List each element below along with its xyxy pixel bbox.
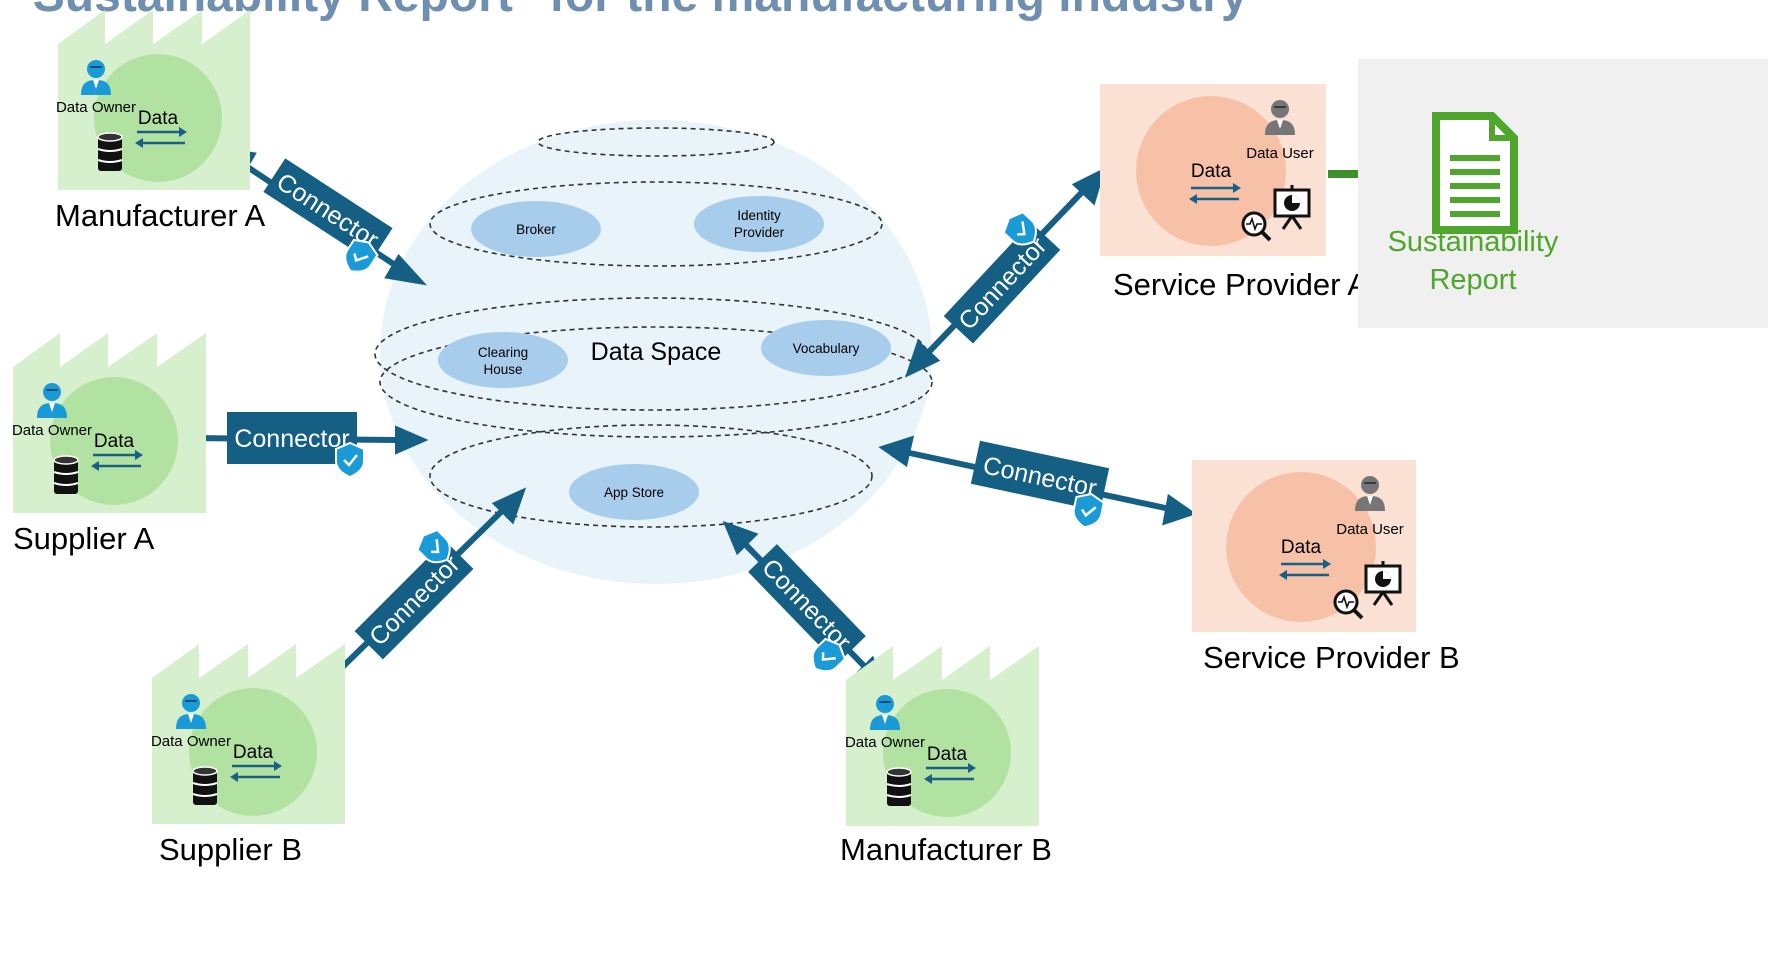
participant-name: Supplier A xyxy=(13,521,155,556)
participant-name: Service Provider B xyxy=(1203,640,1460,675)
clearing-house-node: Clearing House xyxy=(438,332,568,388)
page-title: e "Sustainability Report" for the manufa… xyxy=(0,0,1248,22)
clearing-house-label-1: Clearing xyxy=(478,345,528,360)
data-label: Data xyxy=(1281,537,1322,558)
app-store-label: App Store xyxy=(604,485,664,500)
connector-service-provider-a: Connector xyxy=(943,206,1061,344)
role-label: Data User xyxy=(1336,521,1404,538)
identity-provider-node: Identity Provider xyxy=(694,196,824,252)
role-label: Data Owner xyxy=(845,734,925,751)
participant-supplier-a: Data Owner Data Supplier A xyxy=(12,333,206,556)
database-icon xyxy=(886,767,912,807)
clearing-house-label-2: House xyxy=(483,362,522,377)
role-label: Data Owner xyxy=(151,733,231,750)
connector-supplier-a: Connector xyxy=(227,412,366,479)
app-store-node: App Store xyxy=(569,464,699,520)
database-icon xyxy=(192,766,218,806)
participant-name: Manufacturer A xyxy=(55,198,266,233)
data-space-label: Data Space xyxy=(591,338,722,366)
database-icon xyxy=(97,132,123,172)
data-label: Data xyxy=(1191,161,1232,182)
role-label: Data Owner xyxy=(56,99,136,116)
role-label: Data Owner xyxy=(12,422,92,439)
participant-name: Supplier B xyxy=(159,832,302,867)
participant-name: Manufacturer B xyxy=(840,832,1052,867)
participant-service-provider-b: Data User Data Service Provider B xyxy=(1192,460,1460,675)
participant-service-provider-a: Data User Data Service Provider A xyxy=(1100,84,1368,302)
vocabulary-node: Vocabulary xyxy=(761,320,891,376)
connector-label: Connector xyxy=(953,232,1052,335)
connector-label: Connector xyxy=(234,425,349,453)
document-icon xyxy=(1436,116,1514,230)
data-label: Data xyxy=(94,431,135,452)
connector-label: Connector xyxy=(271,168,383,254)
report-title-line-2: Report xyxy=(1429,264,1516,296)
connector-manufacturer-a: Connector xyxy=(263,158,393,280)
sustainability-report-panel: Sustainability Report xyxy=(1358,59,1768,328)
participant-name: Service Provider A xyxy=(1113,267,1368,302)
data-label: Data xyxy=(927,744,968,765)
connector-supplier-b: Connector xyxy=(354,524,474,660)
identity-provider-label-1: Identity xyxy=(737,208,781,223)
participant-manufacturer-a: Data Owner Data Manufacturer A xyxy=(55,10,266,233)
broker-node: Broker xyxy=(471,201,601,257)
participant-supplier-b: Data Owner Data Supplier B xyxy=(151,644,345,867)
participant-manufacturer-b: Data Owner Data Manufacturer B xyxy=(840,646,1052,867)
shield-check-icon xyxy=(334,441,366,479)
connector-label: Connector xyxy=(364,550,465,651)
role-label: Data User xyxy=(1246,145,1314,162)
database-icon xyxy=(53,455,79,495)
broker-label: Broker xyxy=(516,222,556,237)
data-label: Data xyxy=(138,108,179,129)
identity-provider-label-2: Provider xyxy=(734,225,785,240)
report-title-line-1: Sustainability xyxy=(1388,226,1559,258)
data-label: Data xyxy=(233,742,274,763)
vocabulary-label: Vocabulary xyxy=(793,341,860,356)
connector-service-provider-b: Connector xyxy=(970,440,1110,532)
connector-label: Connector xyxy=(756,553,856,655)
